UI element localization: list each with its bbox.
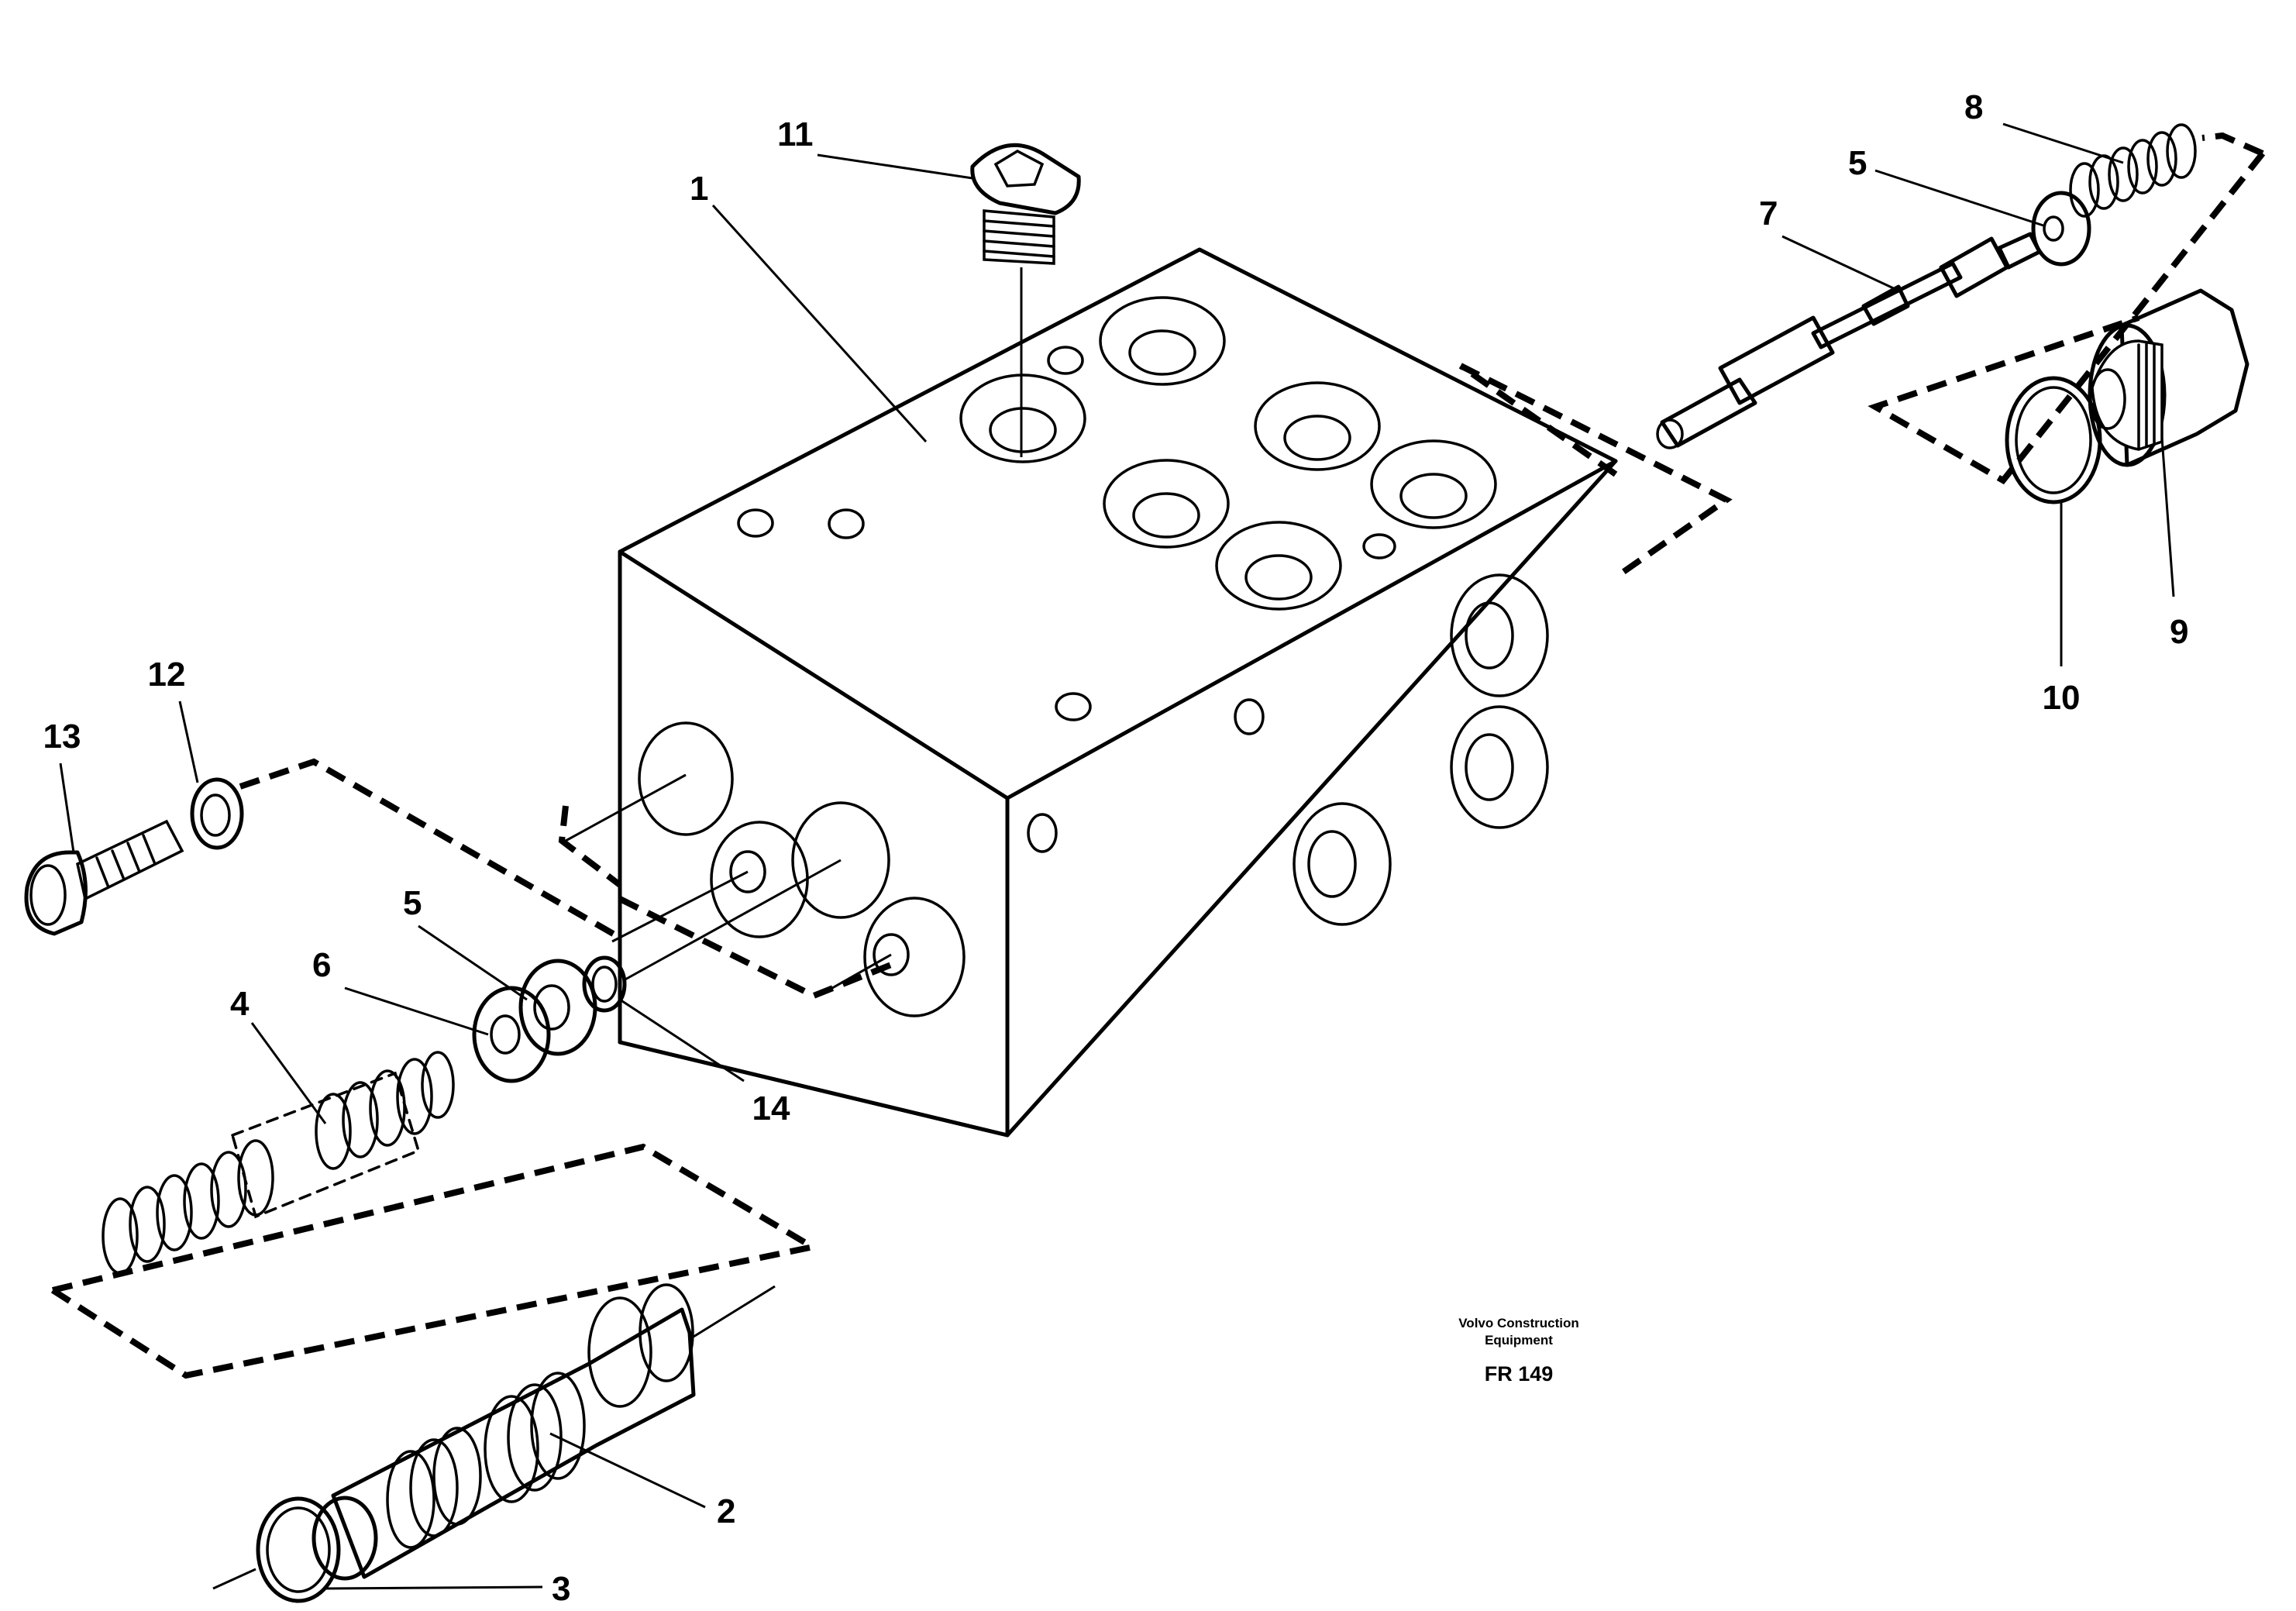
- label-part-6: 6: [312, 946, 331, 984]
- left-subassembly: [24, 758, 893, 1275]
- leader-lines: [59, 122, 2175, 1590]
- label-part-5-right: 5: [1848, 144, 1867, 182]
- washer-part-5-left: [518, 959, 597, 1056]
- label-part-9: 9: [2170, 613, 2188, 651]
- spool-part-7: [1656, 232, 2042, 449]
- spool-part-2: [312, 1283, 776, 1581]
- washer-part-12: [190, 777, 244, 850]
- caption: Volvo Construction Equipment FR 149: [1458, 1316, 1579, 1386]
- label-part-1: 1: [690, 170, 708, 208]
- screw-part-13: [24, 819, 184, 936]
- label-part-10: 10: [2043, 679, 2081, 717]
- ring-part-3: [212, 1496, 341, 1603]
- label-part-4: 4: [230, 985, 250, 1023]
- plug-part-11: [970, 143, 1081, 457]
- label-part-3: 3: [552, 1570, 570, 1608]
- bottom-subassembly: [50, 1143, 816, 1603]
- caption-figure-code: FR 149: [1485, 1362, 1554, 1386]
- washer-part-5-right: [2031, 191, 2091, 267]
- label-part-2: 2: [717, 1492, 735, 1530]
- caption-company-line2: Equipment: [1485, 1333, 1553, 1348]
- oring-part-14: [582, 955, 627, 1013]
- label-part-5-left: 5: [403, 884, 422, 922]
- spring-part-8: [2069, 123, 2197, 218]
- label-part-12: 12: [148, 656, 186, 694]
- valve-block: [618, 247, 1618, 1138]
- spring-part-4: [102, 1051, 455, 1275]
- label-part-14: 14: [752, 1089, 790, 1127]
- label-part-11: 11: [777, 115, 814, 153]
- part-number-labels: 11 1 7 5 8 9 10 12 13 5 6 4 14 2 3: [43, 88, 2189, 1608]
- label-part-8: 8: [1964, 88, 1983, 126]
- label-part-7: 7: [1759, 194, 1778, 232]
- right-subassembly: [1458, 123, 2266, 580]
- label-part-13: 13: [43, 718, 81, 756]
- plug-part-9: [2088, 288, 2250, 467]
- caption-company-line1: Volvo Construction: [1458, 1316, 1579, 1330]
- ring-part-10: [2005, 376, 2102, 504]
